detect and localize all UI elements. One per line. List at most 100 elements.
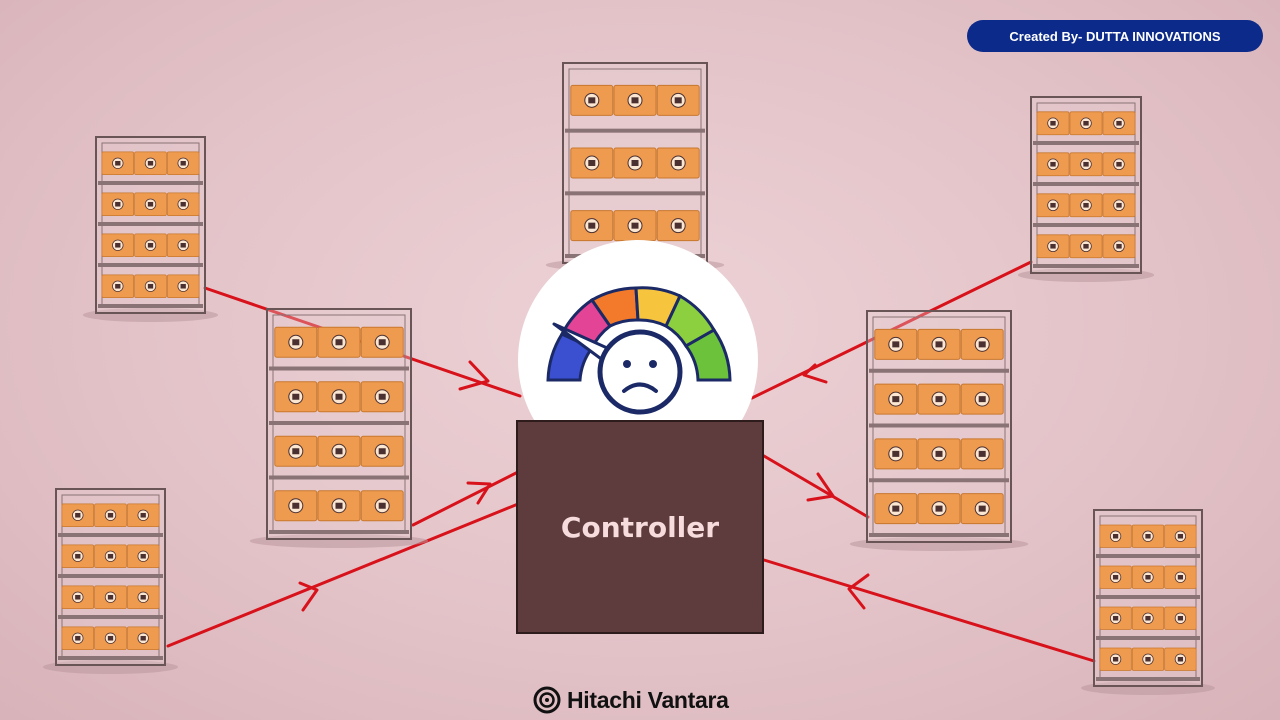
storage-box-icon [1036, 152, 1070, 177]
storage-box-icon [274, 326, 318, 358]
brand-name: Hitachi Vantara [567, 686, 729, 713]
storage-box-icon [1102, 111, 1136, 136]
storage-box-icon [570, 84, 614, 116]
controller-label: Controller [560, 510, 720, 544]
storage-box-icon [960, 383, 1004, 415]
storage-box-icon [360, 490, 404, 522]
storage-box-icon [166, 151, 200, 175]
storage-box-icon [1131, 606, 1165, 630]
storage-box-icon [274, 381, 318, 413]
storage-box-icon [126, 503, 160, 527]
storage-box-icon [1164, 565, 1197, 589]
creator-credit-text: Created By- DUTTA INNOVATIONS [1009, 28, 1221, 44]
arrow-head [298, 581, 319, 612]
storage-box-icon [360, 381, 404, 413]
rack-top-right [1017, 96, 1155, 282]
storage-box-icon [874, 328, 918, 360]
storage-box-icon [1102, 152, 1136, 177]
link-mid-left [411, 470, 520, 527]
storage-box-icon [917, 328, 961, 360]
storage-box-icon [613, 84, 657, 116]
storage-box-icon [1036, 193, 1070, 218]
storage-box-icon [570, 210, 614, 242]
storage-box-icon [917, 493, 961, 525]
arrow-head [847, 573, 870, 610]
storage-box-icon [570, 147, 614, 179]
storage-box-icon [94, 544, 127, 568]
storage-box-icon [101, 192, 135, 216]
storage-box-icon [656, 84, 700, 116]
storage-box-icon [101, 233, 135, 257]
sad-face-gauge-icon [546, 286, 732, 415]
rack-bottom-left [42, 488, 179, 674]
arrow-head [806, 472, 835, 502]
storage-box-icon [960, 493, 1004, 525]
storage-box-icon [61, 544, 95, 568]
storage-box-icon [126, 544, 160, 568]
storage-box-icon [1069, 234, 1103, 259]
link-bottom-right [762, 558, 1096, 663]
storage-box-icon [94, 503, 127, 527]
storage-box-icon [1131, 524, 1165, 548]
brand-logo: Hitachi Vantara [533, 684, 729, 716]
storage-box-icon [1099, 606, 1132, 630]
storage-box-icon [94, 585, 127, 609]
storage-box-icon [874, 493, 918, 525]
storage-box-icon [134, 274, 167, 298]
storage-box-icon [960, 438, 1004, 470]
storage-box-icon [61, 503, 95, 527]
storage-box-icon [960, 328, 1004, 360]
hitachi-logo-icon [533, 686, 561, 714]
storage-box-icon [317, 490, 361, 522]
storage-box-icon [1036, 111, 1070, 136]
arrow-head [466, 481, 492, 505]
storage-box-icon [1036, 234, 1070, 259]
storage-box-icon [1102, 234, 1136, 259]
storage-box-icon [613, 210, 657, 242]
storage-box-icon [1069, 152, 1103, 177]
storage-box-icon [1164, 606, 1197, 630]
storage-box-icon [360, 326, 404, 358]
storage-box-icon [1164, 524, 1197, 548]
storage-box-icon [874, 438, 918, 470]
storage-box-icon [317, 381, 361, 413]
storage-box-icon [1131, 565, 1165, 589]
creator-credit-badge: Created By- DUTTA INNOVATIONS [967, 20, 1263, 52]
rack-bottom-right [1081, 509, 1215, 695]
storage-box-icon [274, 490, 318, 522]
storage-box-icon [166, 233, 200, 257]
storage-box-icon [101, 274, 135, 298]
storage-box-icon [134, 233, 167, 257]
storage-box-icon [134, 151, 167, 175]
storage-box-icon [317, 326, 361, 358]
rack-top-left [82, 136, 219, 322]
storage-box-icon [134, 192, 167, 216]
storage-box-icon [1069, 111, 1103, 136]
storage-box-icon [166, 274, 200, 298]
storage-box-icon [613, 147, 657, 179]
storage-box-icon [101, 151, 135, 175]
arrow-head [802, 363, 828, 384]
storage-box-icon [1164, 647, 1197, 671]
storage-box-icon [1131, 647, 1165, 671]
storage-box-icon [1099, 524, 1132, 548]
rack-mid-right [849, 310, 1029, 551]
storage-box-icon [126, 585, 160, 609]
storage-box-icon [656, 147, 700, 179]
storage-box-icon [874, 383, 918, 415]
storage-box-icon [1099, 565, 1132, 589]
arrow-head [458, 360, 490, 391]
storage-box-icon [1102, 193, 1136, 218]
rack-mid-left [249, 308, 429, 548]
storage-box-icon [1099, 647, 1132, 671]
storage-box-icon [126, 626, 160, 650]
storage-box-icon [1069, 193, 1103, 218]
link-bottom-left [166, 502, 520, 648]
storage-box-icon [166, 192, 200, 216]
storage-box-icon [94, 626, 127, 650]
storage-box-icon [274, 435, 318, 467]
storage-box-icon [917, 438, 961, 470]
storage-box-icon [656, 210, 700, 242]
storage-box-icon [917, 383, 961, 415]
storage-box-icon [317, 435, 361, 467]
